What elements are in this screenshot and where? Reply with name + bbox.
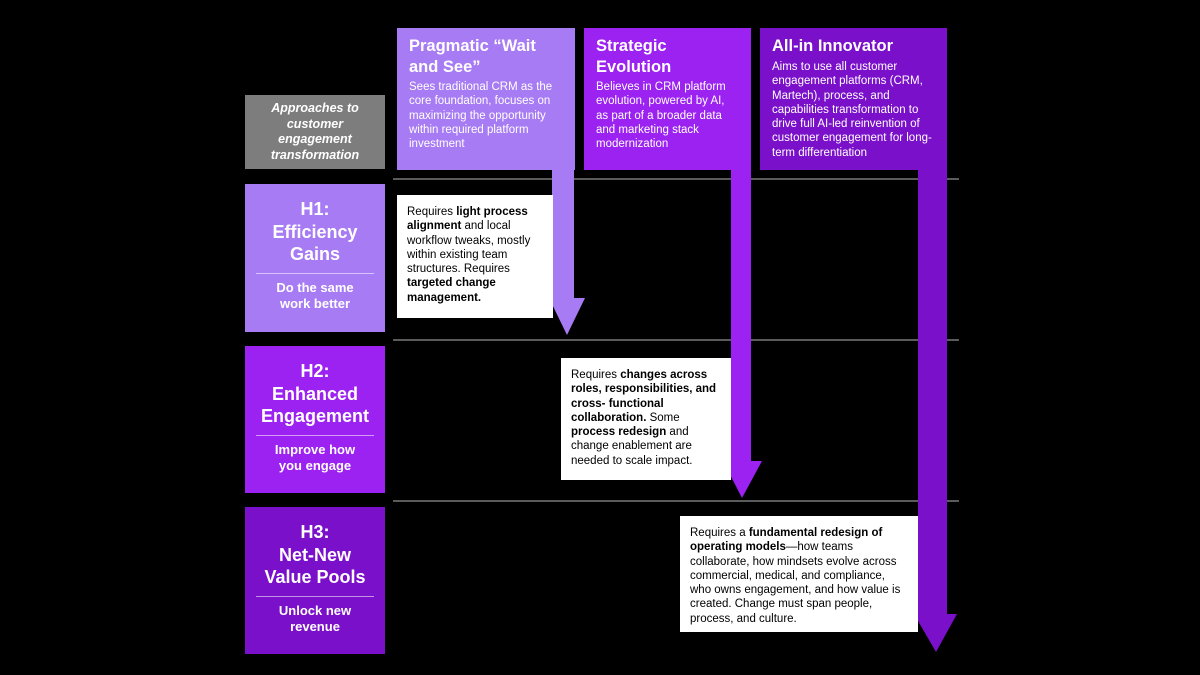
horizon-h2-divider bbox=[256, 434, 374, 436]
row-separator-h1 bbox=[393, 178, 959, 180]
row-separator-h3 bbox=[393, 500, 959, 502]
column-strategic-header: Strategic Evolution Believes in CRM plat… bbox=[584, 28, 751, 170]
column-strategic-title: Strategic Evolution bbox=[596, 37, 672, 76]
column-strategic-description: Believes in CRM platform evolution, powe… bbox=[596, 81, 726, 151]
arrow-strategic bbox=[723, 170, 762, 498]
row-separator-h2 bbox=[393, 339, 959, 341]
arrow-pragmatic bbox=[549, 170, 585, 335]
column-all-in-description: Aims to use all customer engagement plat… bbox=[772, 61, 932, 159]
approaches-label-box: Approaches to customer engagement transf… bbox=[245, 95, 385, 169]
approaches-label: Approaches to customer engagement transf… bbox=[270, 101, 360, 162]
horizon-h3-divider bbox=[256, 595, 374, 597]
column-all-in-title: All-in Innovator bbox=[772, 37, 893, 55]
column-pragmatic-title: Pragmatic “Wait and See” bbox=[409, 37, 536, 76]
horizon-h3-box: H3: Net-New Value Pools Unlock new reven… bbox=[245, 507, 385, 654]
horizon-h1-divider bbox=[256, 272, 374, 274]
horizon-h1-title: H1: Efficiency Gains bbox=[272, 199, 358, 264]
horizon-h2-subtitle: Improve how you engage bbox=[274, 441, 356, 473]
column-all-in-header: All-in Innovator Aims to use all custome… bbox=[760, 28, 947, 170]
horizon-h1-box: H1: Efficiency Gains Do the same work be… bbox=[245, 184, 385, 332]
horizon-h1-subtitle: Do the same work better bbox=[276, 279, 354, 311]
column-pragmatic-description: Sees traditional CRM as the core foundat… bbox=[409, 81, 553, 151]
horizon-h3-subtitle: Unlock new revenue bbox=[278, 602, 352, 634]
note-h1-pragmatic: Requires light process alignment and loc… bbox=[397, 195, 553, 318]
column-pragmatic-header: Pragmatic “Wait and See” Sees traditiona… bbox=[397, 28, 575, 170]
note-h3-all-in: Requires a fundamental redesign of opera… bbox=[680, 516, 918, 632]
horizon-h2-box: H2: Enhanced Engagement Improve how you … bbox=[245, 346, 385, 493]
horizon-h3-title: H3: Net-New Value Pools bbox=[264, 522, 366, 587]
horizon-h2-title: H2: Enhanced Engagement bbox=[260, 361, 370, 426]
note-h2-strategic: Requires changes across roles, responsib… bbox=[561, 358, 731, 480]
arrow-all-in bbox=[914, 170, 957, 652]
